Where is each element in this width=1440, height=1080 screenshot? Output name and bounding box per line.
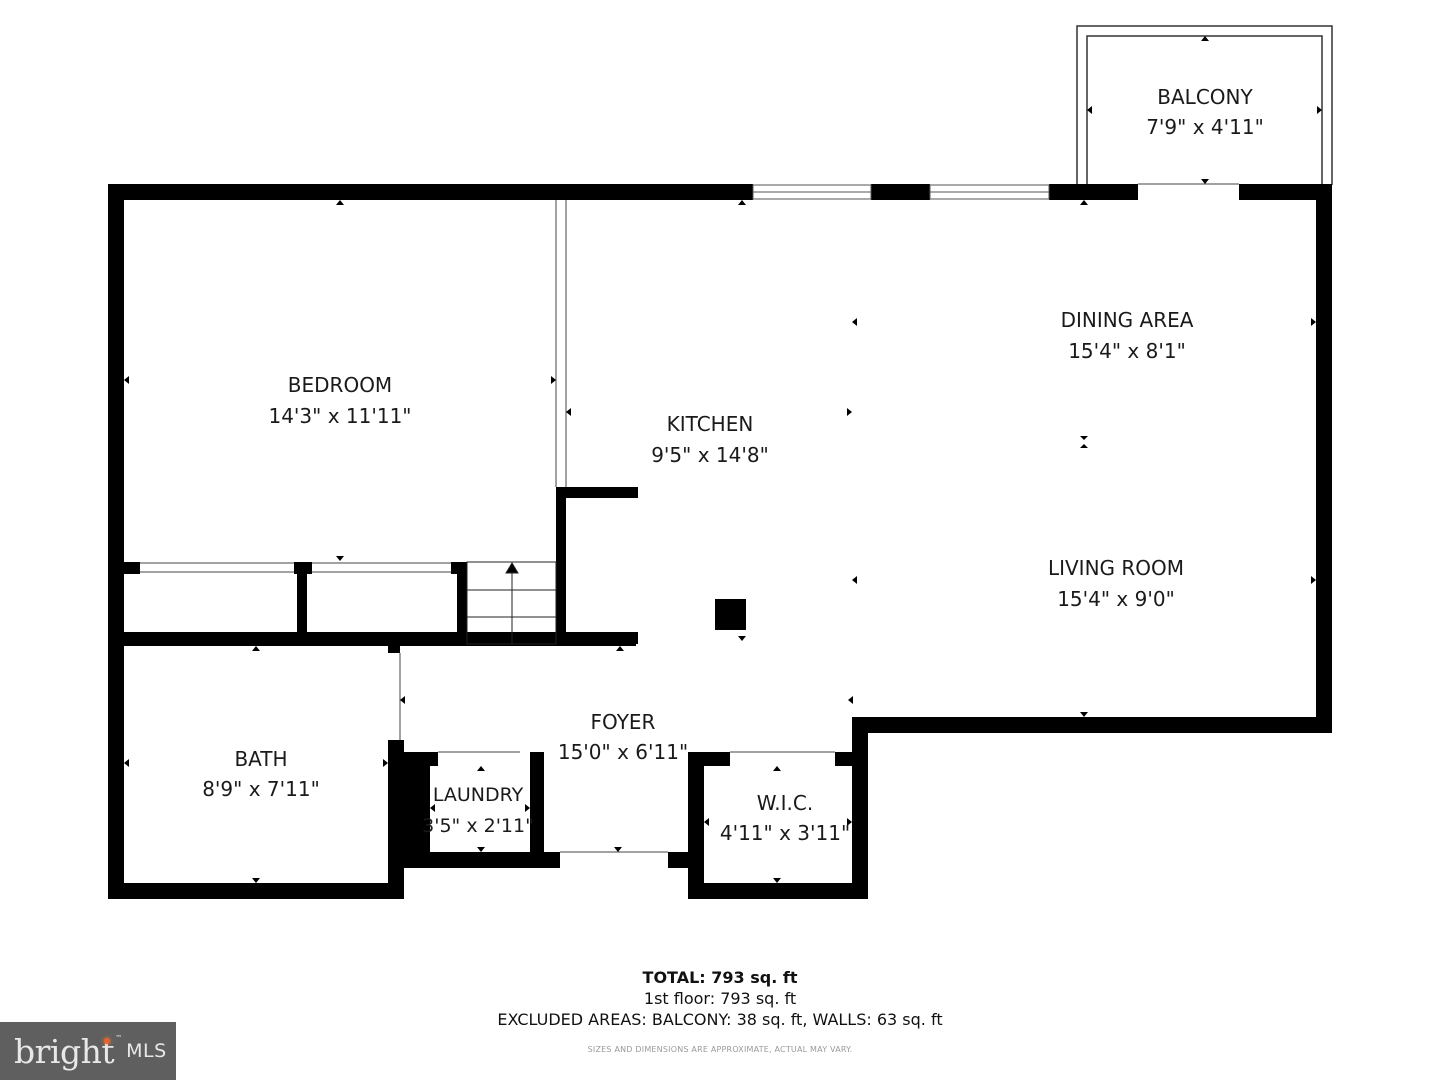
room-foyer: FOYER 15'0" x 6'11"	[558, 710, 688, 764]
room-bath: BATH 8'9" x 7'11"	[202, 747, 320, 801]
room-name: FOYER	[591, 710, 656, 734]
room-laundry: LAUNDRY 3'5" x 2'11"	[422, 784, 534, 837]
room-balcony: BALCONY 7'9" x 4'11"	[1146, 85, 1264, 139]
walls	[108, 184, 1332, 899]
room-name: BEDROOM	[288, 373, 392, 397]
floor-area: 1st floor: 793 sq. ft	[643, 989, 797, 1008]
excluded-areas: EXCLUDED AREAS: BALCONY: 38 sq. ft, WALL…	[497, 1010, 943, 1029]
room-dimensions: 15'4" x 9'0"	[1057, 587, 1175, 611]
room-name: BATH	[234, 747, 287, 771]
balcony-railing	[1076, 25, 1333, 185]
room-dimensions: 15'0" x 6'11"	[558, 740, 688, 764]
windows	[752, 184, 1050, 200]
logo-suffix: MLS	[126, 1040, 167, 1062]
disclaimer: SIZES AND DIMENSIONS ARE APPROXIMATE, AC…	[587, 1045, 853, 1054]
dimension-markers	[124, 36, 1322, 883]
logo-brand: bright	[14, 1031, 115, 1071]
room-dimensions: 15'4" x 8'1"	[1068, 339, 1186, 363]
stairs-up-arrow-icon	[505, 562, 519, 574]
room-dimensions: 14'3" x 11'11"	[268, 404, 411, 428]
room-kitchen: KITCHEN 9'5" x 14'8"	[651, 412, 769, 467]
room-name: LIVING ROOM	[1048, 556, 1184, 580]
room-name: BALCONY	[1157, 85, 1253, 109]
room-name: W.I.C.	[757, 791, 813, 815]
logo-spark-icon	[104, 1037, 111, 1044]
stairs	[466, 561, 557, 645]
room-name: KITCHEN	[667, 412, 754, 436]
total-area: TOTAL: 793 sq. ft	[642, 968, 798, 987]
room-wic: W.I.C. 4'11" x 3'11"	[720, 791, 850, 845]
logo-brand-text: bright	[14, 1031, 115, 1071]
room-dimensions: 4'11" x 3'11"	[720, 821, 850, 845]
room-dimensions: 3'5" x 2'11"	[422, 815, 534, 837]
logo-trademark: ™	[115, 1034, 123, 1042]
room-living-room: LIVING ROOM 15'4" x 9'0"	[1048, 556, 1184, 611]
partitions	[140, 183, 1239, 853]
room-bedroom: BEDROOM 14'3" x 11'11"	[268, 373, 411, 428]
room-dimensions: 8'9" x 7'11"	[202, 777, 320, 801]
room-name: LAUNDRY	[433, 784, 524, 806]
room-dimensions: 7'9" x 4'11"	[1146, 115, 1264, 139]
room-name: DINING AREA	[1061, 308, 1194, 332]
room-dining-area: DINING AREA 15'4" x 8'1"	[1061, 308, 1194, 363]
room-dimensions: 9'5" x 14'8"	[651, 443, 769, 467]
